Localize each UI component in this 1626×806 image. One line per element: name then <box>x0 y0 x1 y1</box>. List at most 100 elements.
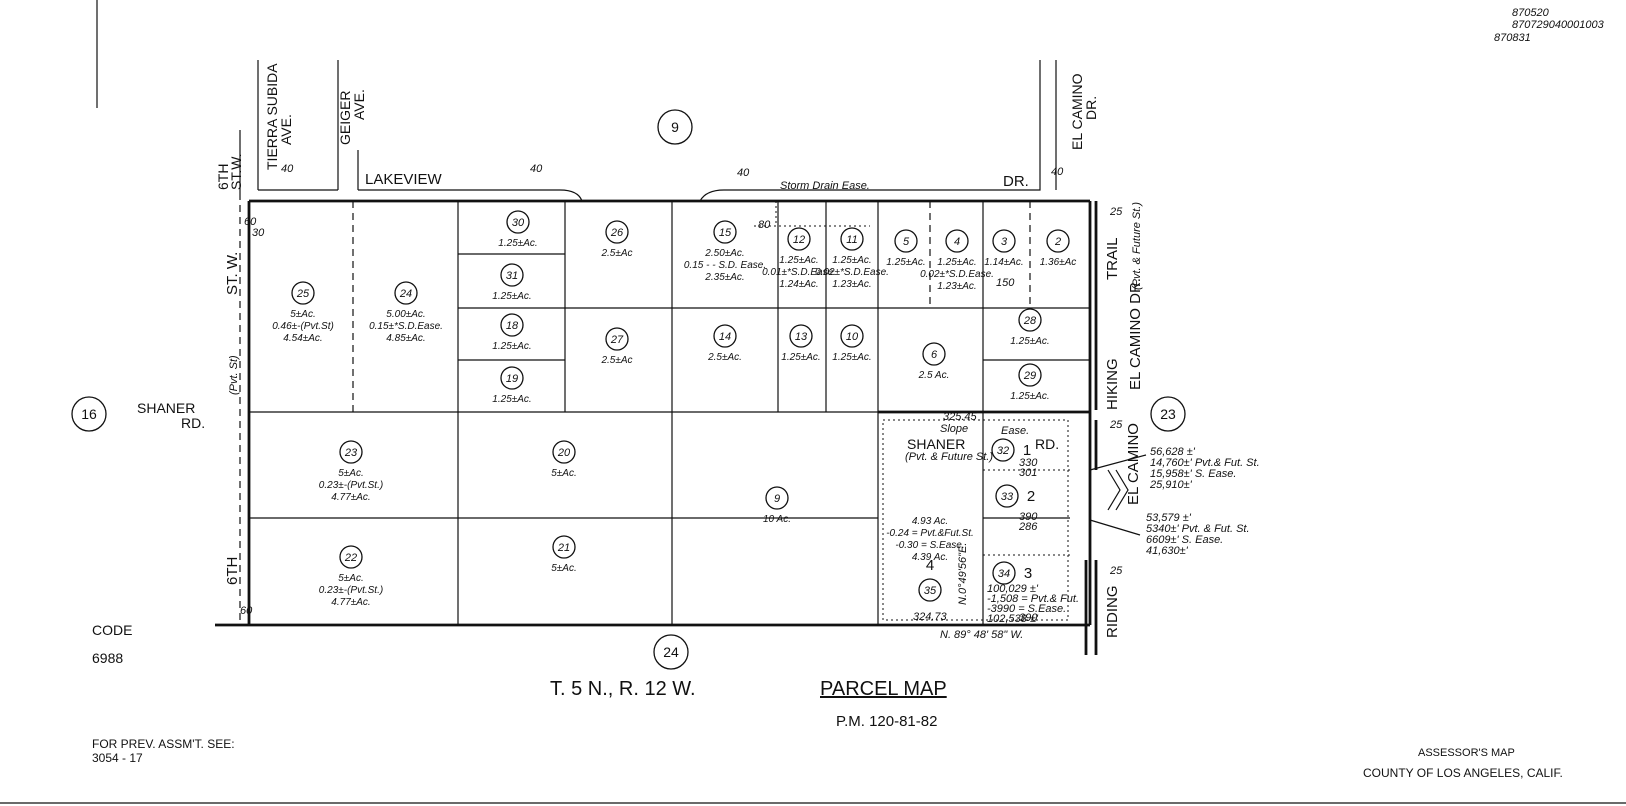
parcel-number-circle <box>394 281 418 305</box>
parcel-area-text: 1.25±Ac. <box>781 352 820 363</box>
parcel-area-text: 1.25±Ac. <box>492 291 531 302</box>
parcel-area-text: 0.15±*S.D.Ease. <box>369 321 443 332</box>
parcel-area-text: 4.54±Ac. <box>283 333 322 344</box>
parcel-25: 255±Ac.0.46±-(Pvt.St)4.54±Ac. <box>272 281 334 344</box>
lot3-area-callout: 100,029 ±' -1,508 = Pvt.& Fut. -3990 = S… <box>987 583 1079 625</box>
prev-assessment-value: 3054 - 17 <box>92 751 143 765</box>
parcel-area-text: 1.25±Ac. <box>498 238 537 249</box>
parcel-number: 20 <box>557 447 571 459</box>
map-number-north: 9 <box>657 109 693 145</box>
ref-line-3: 870831 <box>1494 32 1531 44</box>
parcel-number: 18 <box>506 320 519 332</box>
parcel-number: 5 <box>903 236 910 248</box>
prev-assessment-label: FOR PREV. ASSM'T. SEE: <box>92 737 235 751</box>
parcel-area-text: 5.00±Ac. <box>386 309 425 320</box>
parcel-20: 20 5±Ac. <box>551 440 577 479</box>
parcel-number-circle <box>605 327 629 351</box>
parcel-number-circle <box>500 263 524 287</box>
street-lines <box>239 60 1129 655</box>
parcel-number: 29 <box>1023 370 1036 382</box>
svg-text:-1,508 = Pvt.& Fut.: -1,508 = Pvt.& Fut. <box>987 593 1079 605</box>
ease-label: Ease. <box>1001 425 1029 437</box>
parcel-boundaries <box>215 199 1092 627</box>
street-el-camino-top-dr: DR. <box>1083 96 1099 120</box>
svg-text:56,628 ±': 56,628 ±' <box>1150 446 1196 458</box>
parcel-area-text: 2.5 Ac. <box>918 370 950 381</box>
parcel-area-text: 0.01±*S.D.Ease. <box>762 267 836 278</box>
parcel-area-text: 1.25±Ac. <box>1010 391 1049 402</box>
parcel-area-text: 5±Ac. <box>551 563 577 574</box>
parcel-number: 6 <box>931 349 938 361</box>
dim-40-d: 40 <box>1051 166 1064 178</box>
dim-25-b: 25 <box>1109 419 1123 431</box>
street-shaner-inner: SHANER <box>907 436 965 452</box>
parcel-number: 26 <box>610 227 624 239</box>
parcel-12: 121.25±Ac.0.01±*S.D.Ease.1.24±Ac. <box>762 227 836 290</box>
parcel-10: 101.25±Ac. <box>832 324 872 363</box>
svg-text:14,760±' Pvt.& Fut. St.: 14,760±' Pvt.& Fut. St. <box>1150 457 1260 469</box>
street-geiger-ave: AVE. <box>351 89 367 120</box>
parcel-14: 142.5±Ac. <box>707 324 742 363</box>
township-range: T. 5 N., R. 12 W. <box>550 678 696 700</box>
parcel-number: 9 <box>774 493 780 505</box>
svg-text:5340±' Pvt. & Fut. St.: 5340±' Pvt. & Fut. St. <box>1146 523 1250 535</box>
parcel-area-text: 2.35±Ac. <box>704 272 744 283</box>
parcel-3: 31.14±Ac. <box>984 229 1024 268</box>
parcel-number-circle <box>506 210 530 234</box>
street-geiger: GEIGER <box>337 91 353 145</box>
parcel-area-text: 1.25±Ac. <box>886 257 925 268</box>
parcel-area-text: 1.25±Ac. <box>832 352 871 363</box>
parcel-area-text: 5±Ac. <box>551 468 577 479</box>
parcel-number-circle <box>500 313 524 337</box>
storm-drain-easement-label: Storm Drain Ease. <box>780 180 870 192</box>
parcel-23: 235±Ac.0.23±-(Pvt.St.)4.77±Ac. <box>319 440 383 503</box>
parcel-number: 3 <box>1001 236 1008 248</box>
parcel-30: 30 1.25±Ac. <box>498 210 538 249</box>
dim-60-b: 60 <box>240 605 253 617</box>
parcel-area-text: 4.77±Ac. <box>331 597 370 608</box>
svg-text:41,630±': 41,630±' <box>1146 545 1189 557</box>
parcel-number: 4 <box>954 236 960 248</box>
dim-30: 30 <box>252 227 265 239</box>
parcel-number: 14 <box>719 331 731 343</box>
parcel-31: 311.25±Ac. <box>492 263 532 302</box>
lot-number: 3 <box>1024 565 1032 582</box>
street-lakeview-dr: DR. <box>1003 173 1029 190</box>
parcel-area-text: 1.36±Ac <box>1040 257 1077 268</box>
parcel-area-text: 4.39 Ac. <box>912 552 948 563</box>
parcel-area-text: 5±Ac. <box>338 573 364 584</box>
dim-325: 325.45 <box>943 411 978 423</box>
parcel-number: 19 <box>506 373 518 385</box>
parcel-number: 15 <box>719 227 732 239</box>
parcel-29: 29 1.25±Ac. <box>1010 363 1050 402</box>
parcel-area-text: 2.5±Ac <box>600 355 632 366</box>
street-el-camino-dr-east: EL CAMINO DR. <box>1127 278 1144 390</box>
parcel-area-text: 4.77±Ac. <box>331 492 370 503</box>
parcel-34: 34 3 <box>992 561 1032 585</box>
parcel-9: 9 10 Ac. <box>763 486 791 525</box>
easement-callout-lower: 53,579 ±' 5340±' Pvt. & Fut. St. 6609±' … <box>1089 512 1250 557</box>
dim-324: 324.73 <box>913 611 948 623</box>
svg-text:102,538 ±': 102,538 ±' <box>987 613 1039 625</box>
parcel-area-text: 0.02±*S.D.Ease. <box>920 269 994 280</box>
parcel-4: 41.25±Ac.0.02±*S.D.Ease.1.23±Ac. <box>920 229 994 292</box>
parcel-map-ref: P.M. 120-81-82 <box>836 713 937 730</box>
slope-label: Slope <box>940 423 968 435</box>
parcel-28: 281.25±Ac. <box>1010 308 1050 347</box>
assessor-map-label: ASSESSOR'S MAP <box>1418 747 1515 759</box>
parcel-area-text: -0.30 = S.Ease. <box>895 540 964 551</box>
map-number-south: 24 <box>653 634 689 670</box>
parcel-18: 18 1.25±Ac. <box>492 313 532 352</box>
svg-text:15,958±' S. Ease.: 15,958±' S. Ease. <box>1150 468 1236 480</box>
parcel-area-text: 1.24±Ac. <box>779 279 818 290</box>
parcel-number: 30 <box>512 217 525 229</box>
dim-40-b: 40 <box>530 163 543 175</box>
parcel-area-text: 10 Ac. <box>763 514 791 525</box>
parcel-number-circle <box>992 229 1016 253</box>
parcel-area-text: 1.25±Ac. <box>492 341 531 352</box>
dim-40-c: 40 <box>737 167 750 179</box>
parcel-number: 34 <box>998 568 1010 580</box>
street-tierra-subida: TIERRA SUBIDA <box>264 63 280 170</box>
